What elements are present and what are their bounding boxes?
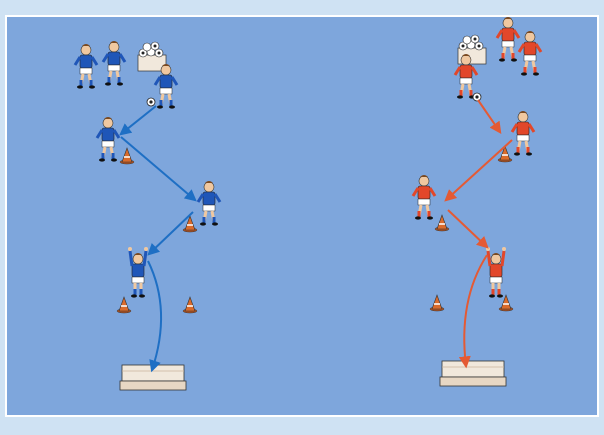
red-ball — [473, 93, 481, 101]
field — [6, 16, 598, 416]
red-target-box — [440, 361, 506, 386]
blue-ball — [147, 98, 155, 106]
